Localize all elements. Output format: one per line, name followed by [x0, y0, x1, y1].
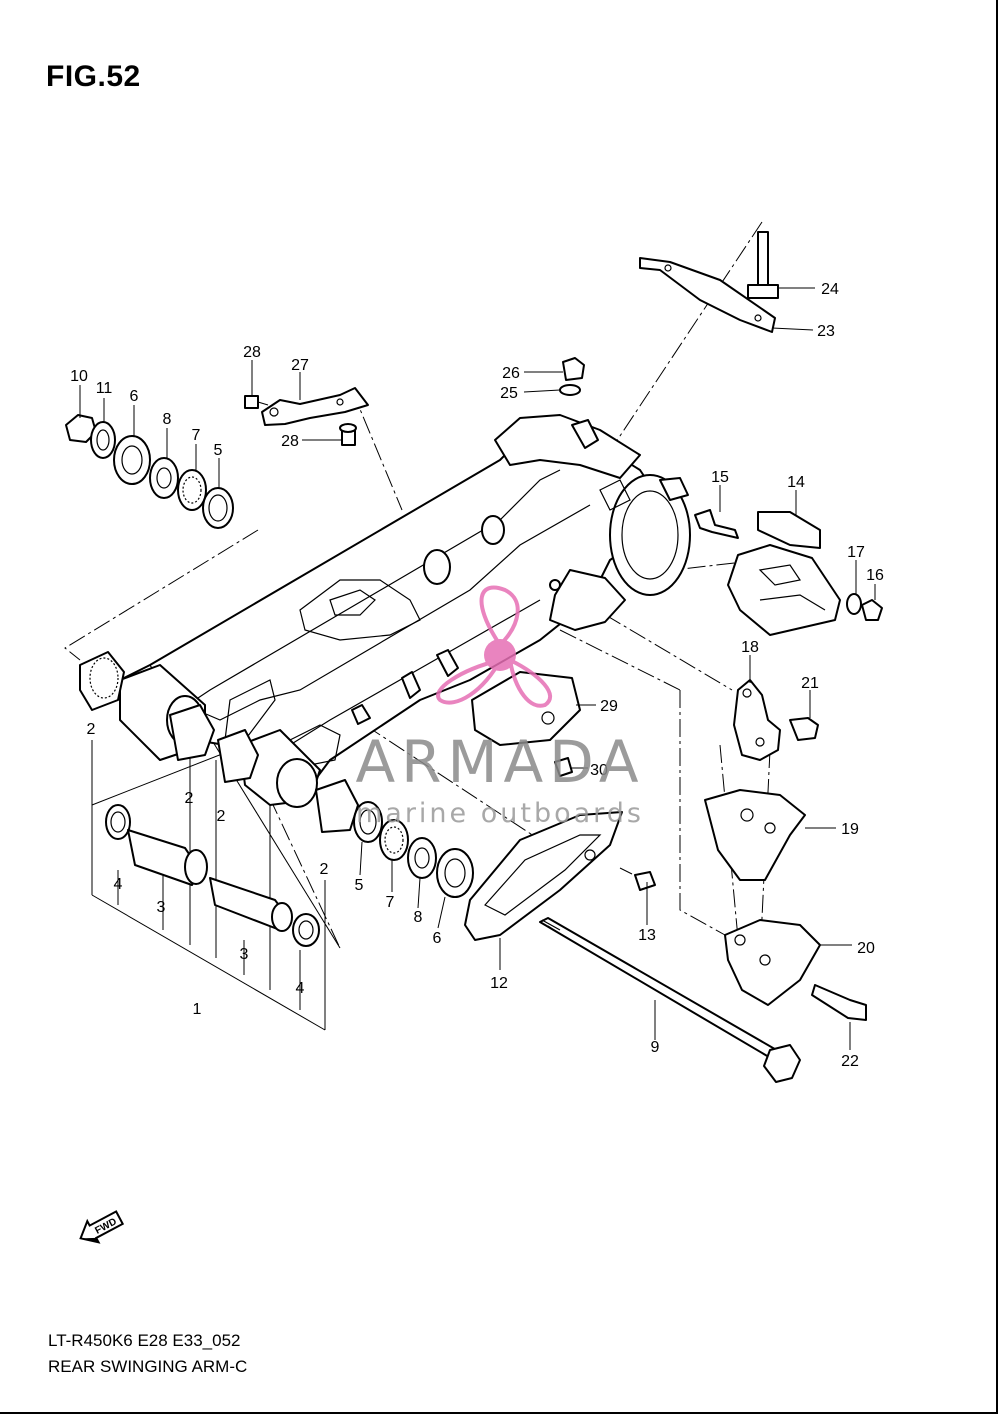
callout-3: 3: [157, 899, 166, 916]
callout-21: 21: [801, 675, 819, 692]
callout-18: 18: [741, 639, 759, 656]
caliper-bracket-lower: [704, 789, 867, 1021]
chain-guide-top: [559, 231, 779, 396]
callout-4: 4: [114, 876, 123, 893]
callout-26: 26: [502, 365, 520, 382]
callout-7: 7: [386, 894, 395, 911]
callout-5: 5: [355, 877, 364, 894]
callout-8: 8: [414, 909, 423, 926]
propeller-logo-icon: [436, 585, 553, 708]
callout-2: 2: [185, 790, 194, 807]
callout-22: 22: [841, 1053, 859, 1070]
callout-29: 29: [600, 698, 618, 715]
axle-bolt: [539, 917, 801, 1083]
callout-4: 4: [296, 980, 305, 997]
watermark: ARMADA marine outboards: [355, 585, 644, 829]
callout-6: 6: [130, 388, 139, 405]
callout-1: 1: [193, 1001, 202, 1018]
callout-6: 6: [433, 930, 442, 947]
callout-10: 10: [70, 368, 88, 385]
callout-19: 19: [841, 821, 859, 838]
callout-8: 8: [163, 411, 172, 428]
callout-23: 23: [817, 323, 835, 340]
callout-leaders: [79, 287, 876, 1050]
brake-hose-guide: [244, 387, 369, 446]
callout-30: 30: [590, 762, 608, 779]
left-bearing-parts: [79, 651, 359, 947]
watermark-tagline: marine outboards: [356, 798, 644, 829]
callout-17: 17: [847, 544, 865, 561]
callout-16: 16: [866, 567, 884, 584]
forward-arrow-icon: FWD: [79, 1210, 125, 1244]
caliper-bracket-upper: [733, 679, 819, 761]
swing-arm: [119, 414, 691, 808]
callout-9: 9: [651, 1039, 660, 1056]
diagram-caption: REAR SWINGING ARM-C: [48, 1357, 248, 1376]
model-code: LT-R450K6 E28 E33_052: [48, 1331, 241, 1350]
chain-slider: [464, 811, 656, 941]
callout-12: 12: [490, 975, 508, 992]
callout-5: 5: [214, 442, 223, 459]
callout-27: 27: [291, 357, 309, 374]
callout-2: 2: [87, 721, 96, 738]
callout-13: 13: [638, 927, 656, 944]
chain-guard: [694, 509, 883, 636]
callout-labels: 1 2 2 2 2 3 3 4 4 5 5 6 6 7 7 8 8 9 10 1…: [70, 281, 884, 1070]
callout-28: 28: [281, 433, 299, 450]
callout-11: 11: [96, 380, 113, 397]
figure-title: FIG.52: [46, 60, 141, 93]
callout-3: 3: [240, 946, 249, 963]
left-hardware-stack: [65, 414, 234, 529]
callout-7: 7: [192, 427, 201, 444]
callout-24: 24: [821, 281, 839, 298]
watermark-brand: ARMADA: [355, 728, 644, 796]
callout-20: 20: [857, 940, 875, 957]
callout-15: 15: [711, 469, 729, 486]
callout-28: 28: [243, 344, 261, 361]
callout-2: 2: [320, 861, 329, 878]
right-hardware-stack: [353, 801, 474, 898]
callout-2: 2: [217, 808, 226, 825]
callout-25: 25: [500, 385, 518, 402]
callout-14: 14: [787, 474, 805, 491]
